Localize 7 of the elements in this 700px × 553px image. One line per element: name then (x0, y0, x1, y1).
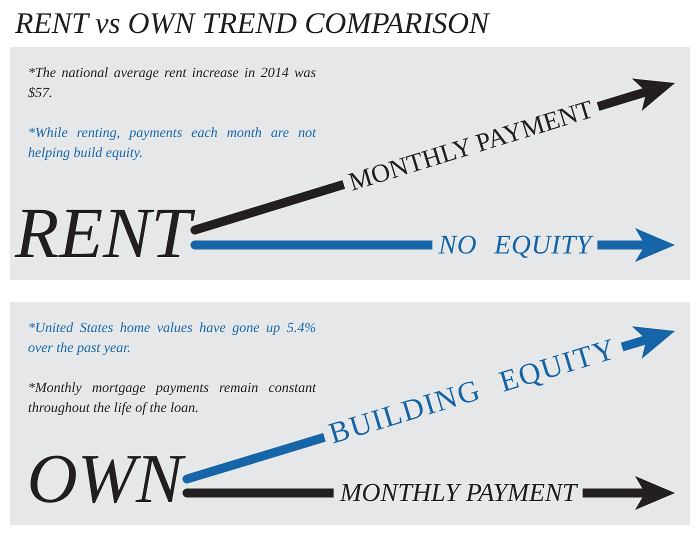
note-text: *While renting, payments each month are not helping build equity. (28, 125, 316, 163)
note-text: *United States home values have gone up 5.4% over the past year. (28, 320, 316, 358)
note-text: *The national average rent increase in 2014 was $57. (28, 65, 316, 103)
panel (10, 47, 690, 280)
title: RENT vs OWN TREND COMPARISON (15, 7, 489, 40)
panel (10, 302, 690, 525)
note-text: *Monthly mortgage payments remain constant throughout the life of the loan. (28, 380, 316, 418)
